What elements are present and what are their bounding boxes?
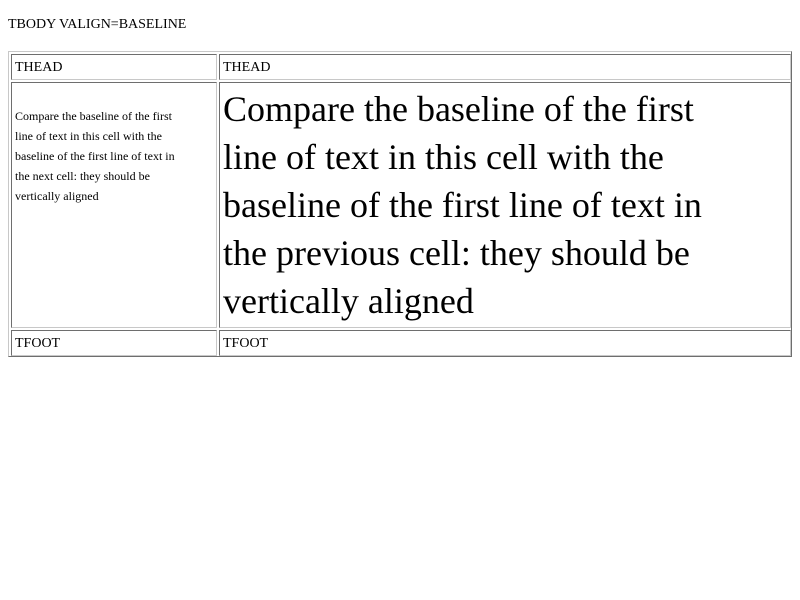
small-text-line: the next cell: they should be bbox=[15, 169, 150, 183]
large-text-line: baseline of the first line of text in bbox=[223, 185, 702, 225]
large-text-line: the previous cell: they should be bbox=[223, 233, 690, 273]
large-text-line: vertically aligned bbox=[223, 281, 474, 321]
tfoot-cell-2-label: TFOOT bbox=[223, 336, 269, 351]
thead-cell-1-label: THEAD bbox=[15, 60, 63, 75]
thead-cell-2-label: THEAD bbox=[223, 60, 271, 75]
small-text-line: baseline of the first line of text in bbox=[15, 149, 175, 163]
small-text-line: Compare the baseline of the first bbox=[15, 109, 172, 123]
large-text-line: Compare the baseline of the first bbox=[223, 89, 694, 129]
tfoot-cell-2: TFOOT bbox=[219, 330, 791, 356]
tbody-cell-small-text: Compare the baseline of the first line o… bbox=[11, 82, 217, 328]
tbody-cell-small-paragraph: Compare the baseline of the first line o… bbox=[15, 106, 216, 206]
tbody-cell-large-paragraph: Compare the baseline of the first line o… bbox=[223, 85, 789, 325]
large-text-line: line of text in this cell with the bbox=[223, 137, 664, 177]
tbody-cell-large-text: Compare the baseline of the first line o… bbox=[219, 82, 791, 328]
tfoot-cell-1: TFOOT bbox=[11, 330, 217, 356]
page-heading: TBODY VALIGN=BASELINE bbox=[8, 17, 187, 32]
thead-cell-1: THEAD bbox=[11, 54, 217, 80]
small-text-line: line of text in this cell with the bbox=[15, 129, 162, 143]
baseline-test-table: THEAD THEAD Compare the baseline of the … bbox=[8, 51, 792, 357]
thead-cell-2: THEAD bbox=[219, 54, 791, 80]
tfoot-cell-1-label: TFOOT bbox=[15, 336, 61, 351]
small-text-line: vertically aligned bbox=[15, 189, 99, 203]
